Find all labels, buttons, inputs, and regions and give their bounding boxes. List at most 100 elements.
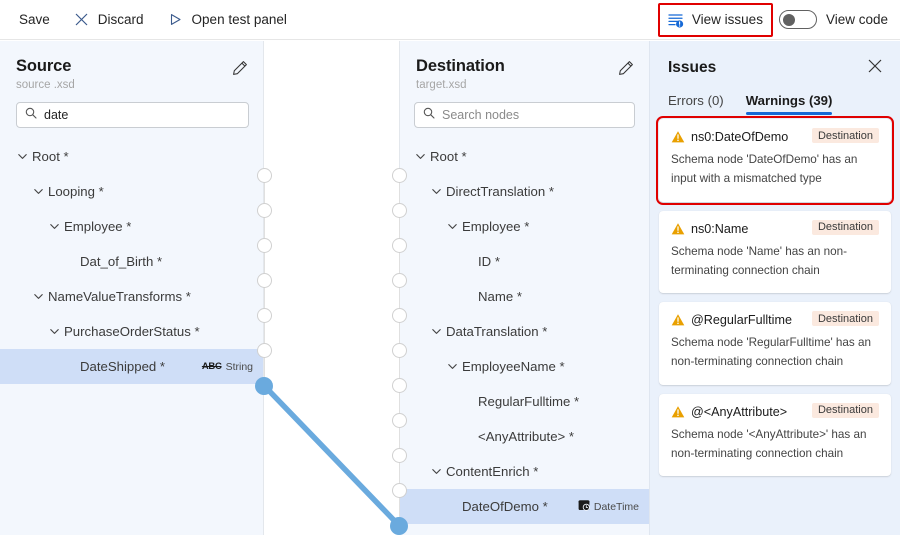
chevron-down-icon[interactable] [48,220,61,233]
destination-node-row[interactable]: EmployeeName * [400,349,649,384]
destination-connection-handle[interactable] [391,238,407,253]
chevron-down-icon[interactable] [414,150,427,163]
chevron-down-icon[interactable] [16,150,29,163]
issue-description: Schema node 'RegularFulltime' has an non… [671,336,872,369]
destination-search-box[interactable] [414,102,635,128]
destination-connection-handle[interactable] [391,273,407,288]
destination-node-row[interactable]: <AnyAttribute> * [400,419,649,454]
close-icon[interactable] [866,57,886,77]
destination-node-row[interactable]: Name * [400,279,649,314]
issue-card-header: @<AnyAttribute>Destination [671,402,879,419]
issue-scope-badge: Destination [811,402,879,418]
source-node-label: Dat_of_Birth * [80,254,163,269]
destination-connection-handle[interactable] [391,378,407,393]
destination-node-row[interactable]: DateOfDemo *DateTime [400,489,649,524]
chevron-down-icon[interactable] [446,220,459,233]
destination-node-label: Employee * [462,219,530,234]
tree-indent-spacer [64,255,77,268]
source-connection-handle[interactable] [256,203,272,218]
source-connection-handle[interactable] [256,273,272,288]
mapping-canvas[interactable] [264,41,399,535]
issue-card-header: ns0:DateOfDemo Destination [671,128,879,144]
tree-indent-spacer [462,430,475,443]
source-node-label: DateShipped * [80,359,166,374]
warning-triangle-icon [671,130,685,144]
destination-node-row[interactable]: ContentEnrich * [400,454,649,489]
destination-connection-handle[interactable] [391,203,407,218]
issues-panel: Issues Errors (0)Warnings (39) ns0:DateO… [649,41,900,535]
destination-connection-handle[interactable] [391,168,407,183]
source-connection-handle[interactable] [256,168,272,183]
issue-description: Schema node '<AnyAttribute>' has an non-… [671,427,867,461]
source-node-row[interactable]: Employee * [0,209,263,244]
destination-node-row[interactable]: DirectTranslation * [400,174,649,209]
source-node-row[interactable]: Looping * [0,174,263,209]
source-connection-handle[interactable] [255,376,273,395]
source-node-row[interactable]: Root * [0,139,263,174]
view-issues-label: View issues [691,12,763,27]
issue-scope-badge: Destination [811,219,879,235]
chevron-down-icon[interactable] [430,325,443,338]
source-tree: Root *Looping * Employee * Dat_of_Birth * N… [0,139,263,384]
issue-scope-badge: Destination [811,311,879,327]
destination-node-label: Name * [478,289,522,304]
chevron-down-icon[interactable] [32,185,45,198]
view-issues-button[interactable]: View issues [657,2,773,37]
source-search-input[interactable] [44,108,240,122]
source-connection-handle[interactable] [256,308,272,323]
chevron-down-icon[interactable] [32,290,45,303]
issue-scope-badge: Destination [811,128,879,143]
pencil-edit-icon[interactable] [231,59,249,77]
warning-triangle-icon [671,222,685,236]
destination-connection-handle[interactable] [391,308,407,323]
destination-node-row[interactable]: ID * [400,244,649,279]
source-node-row[interactable]: NameValueTransforms * [0,279,263,314]
chevron-down-icon[interactable] [446,360,459,373]
destination-node-row[interactable]: Root * [400,139,649,174]
chevron-down-icon[interactable] [430,465,443,478]
issues-tab[interactable]: Errors (0) [668,93,724,108]
toggle-knob [782,13,795,26]
chevron-down-icon[interactable] [430,185,443,198]
open-test-panel-button[interactable]: Open test panel [159,6,296,34]
destination-node-row[interactable]: DataTranslation * [400,314,649,349]
issues-tab[interactable]: Warnings (39) [745,93,832,115]
discard-button[interactable]: Discard [65,6,153,34]
destination-node-label: DateOfDemo * [462,499,548,514]
destination-node-row[interactable]: RegularFulltime * [400,384,649,419]
issue-description: Schema node 'Name' has an non-terminatin… [671,244,847,277]
chevron-down-icon[interactable] [48,325,61,338]
source-node-label: Employee * [64,219,132,234]
destination-connection-handle[interactable] [391,343,407,358]
destination-node-row[interactable]: Employee * [400,209,649,244]
source-node-row[interactable]: PurchaseOrderStatus * [0,314,263,349]
source-connection-handle[interactable] [256,343,272,358]
destination-connection-handle[interactable] [391,483,407,498]
source-subtitle: source .xsd [16,79,75,91]
source-panel: Source source .xsd Root *Looping *Employ… [0,41,264,535]
source-search-box[interactable] [16,102,249,128]
destination-panel: Destination target.xsd Root *DirectTrans… [399,41,649,535]
close-x-icon [74,12,90,28]
source-node-label: PurchaseOrderStatus * [64,324,200,339]
destination-connection-handle[interactable] [390,516,408,535]
destination-search-input[interactable] [442,108,626,122]
view-code-toggle[interactable] [778,10,817,29]
save-button[interactable]: Save [10,6,59,34]
source-connection-handle[interactable] [256,238,272,253]
destination-panel-header: Destination target.xsd [400,41,649,91]
pencil-edit-icon[interactable] [617,59,635,77]
destination-connection-handle[interactable] [391,413,407,428]
source-node-row[interactable]: Dat_of_Birth * [0,244,263,279]
issue-node-name: ns0:DateOfDemo [691,130,789,144]
destination-node-label: <AnyAttribute> * [478,429,575,444]
destination-connection-handle[interactable] [391,448,407,463]
